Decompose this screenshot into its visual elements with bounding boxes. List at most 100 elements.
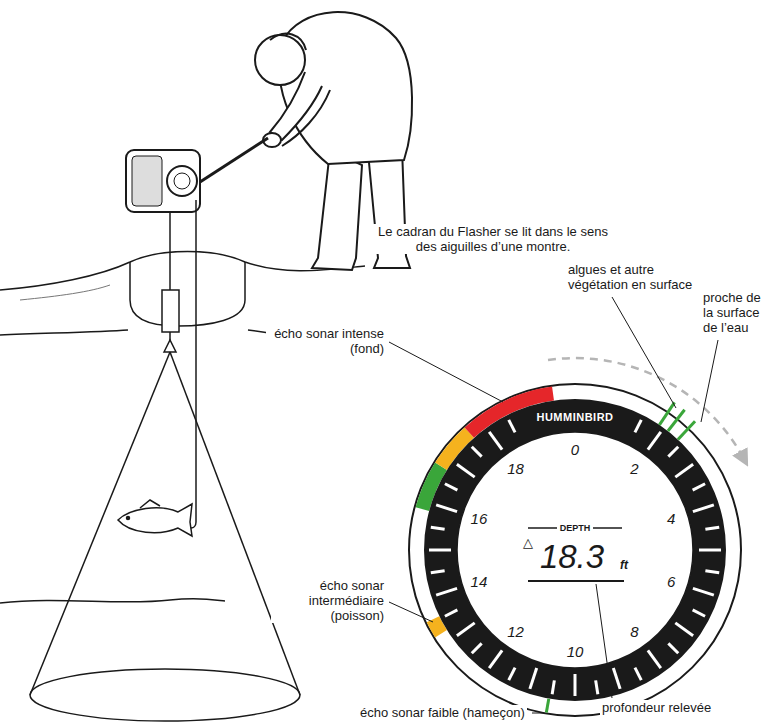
scale-number: 8 xyxy=(628,624,640,639)
scale-number: 0 xyxy=(569,442,581,457)
dial-tick xyxy=(675,464,693,477)
fish-fin xyxy=(140,500,160,508)
dial-tick xyxy=(675,623,693,636)
dial-tick xyxy=(693,484,705,490)
unit-dial xyxy=(167,166,197,196)
dial-tick xyxy=(509,420,515,432)
dial-tick xyxy=(472,447,482,457)
transducer-cable xyxy=(169,212,171,290)
dial-tick xyxy=(705,527,719,529)
dial-tick xyxy=(431,527,445,529)
unit-label: ft xyxy=(618,558,630,573)
dial-tick xyxy=(445,610,457,616)
dial-tick xyxy=(693,505,714,512)
flasher-unit xyxy=(126,138,268,528)
callout-label: algues et autre végétation en surface xyxy=(566,262,704,292)
leader-line xyxy=(701,340,718,422)
sonar-return-line xyxy=(659,402,674,424)
clockwise-arrow xyxy=(548,358,744,459)
dial-tick xyxy=(693,610,705,616)
scale-number: 10 xyxy=(565,644,586,659)
lcd-rule xyxy=(528,580,624,582)
dial-tick xyxy=(705,571,719,573)
sonar-cone xyxy=(0,352,300,721)
brand-name: HUMMINBIRD xyxy=(534,410,615,425)
alarm-symbol: △ xyxy=(521,535,535,550)
callout-label: profondeur relevée xyxy=(600,700,713,715)
lcd-caption: DEPTH xyxy=(557,523,594,533)
dial-tick xyxy=(445,484,457,490)
dial-tick xyxy=(613,668,620,689)
dial-bezel xyxy=(424,399,726,701)
scale-number: 16 xyxy=(469,511,490,526)
hole-rim xyxy=(130,252,245,263)
cone-base xyxy=(30,669,300,721)
dial-tick xyxy=(436,588,457,595)
sonar-return-line xyxy=(546,699,548,713)
fishing-line xyxy=(195,200,197,512)
dial-tick xyxy=(596,680,598,694)
dial-tick xyxy=(431,571,445,573)
dial-tick xyxy=(574,674,577,696)
ice-bottom xyxy=(0,330,128,335)
flasher-dial xyxy=(409,384,741,716)
dial-tick xyxy=(693,588,714,595)
leader-line xyxy=(389,342,503,402)
unit-housing xyxy=(126,150,200,212)
arm xyxy=(270,72,322,140)
transducer-float xyxy=(162,290,179,332)
dial-tick xyxy=(436,505,457,512)
fish xyxy=(118,504,192,536)
dial-tick xyxy=(509,668,515,680)
depth-reading: 18.3 xyxy=(538,539,606,575)
scale-number: 12 xyxy=(505,624,526,639)
dial-tick xyxy=(668,643,678,653)
arm xyxy=(282,90,330,146)
sonar-return-line xyxy=(668,410,685,431)
callout-label: écho sonar intermédiaire (poisson) xyxy=(271,578,386,623)
dial-tick xyxy=(648,650,661,668)
dial-tick xyxy=(489,432,502,450)
dial-tick xyxy=(635,668,641,680)
dial-tick xyxy=(552,680,554,694)
dial-tick xyxy=(699,549,721,552)
dial-tick xyxy=(429,549,451,552)
lake-bottom xyxy=(0,599,225,603)
snow-line xyxy=(20,285,110,300)
sonar-return-line xyxy=(678,421,695,439)
dial-tick xyxy=(472,643,482,653)
dial-tick xyxy=(457,623,475,636)
leg xyxy=(312,150,362,270)
leader-line xyxy=(532,713,544,714)
dial-face xyxy=(457,432,693,668)
head xyxy=(255,35,305,85)
leader-line xyxy=(596,584,612,698)
leader-line xyxy=(612,297,676,408)
scale-number: 6 xyxy=(665,574,677,589)
leader-line xyxy=(389,602,433,622)
scale-number: 2 xyxy=(628,461,640,476)
hood xyxy=(270,34,306,50)
ice-surface xyxy=(0,262,130,290)
dial-rim xyxy=(409,384,741,716)
caption-note: Le cadran du Flasher se lit dans le sens… xyxy=(368,224,618,254)
scale-number: 4 xyxy=(665,511,677,526)
dial-tick xyxy=(489,650,502,668)
transducer xyxy=(164,340,176,352)
hole-wall xyxy=(130,262,245,326)
callout-label: proche de la surface de l’eau xyxy=(701,290,769,335)
scale-number: 18 xyxy=(505,461,526,476)
dial-tick xyxy=(668,447,678,457)
dial-tick xyxy=(648,432,661,450)
leaders xyxy=(389,297,744,713)
fish-eye xyxy=(127,517,130,520)
callout-label: écho sonar intense (fond) xyxy=(266,326,386,356)
dial-tick xyxy=(457,464,475,477)
scale-number: 14 xyxy=(469,574,490,589)
handle-rod xyxy=(200,138,268,182)
dial-tick xyxy=(530,668,537,689)
dial-tick xyxy=(635,420,641,432)
unit-side xyxy=(132,156,162,206)
